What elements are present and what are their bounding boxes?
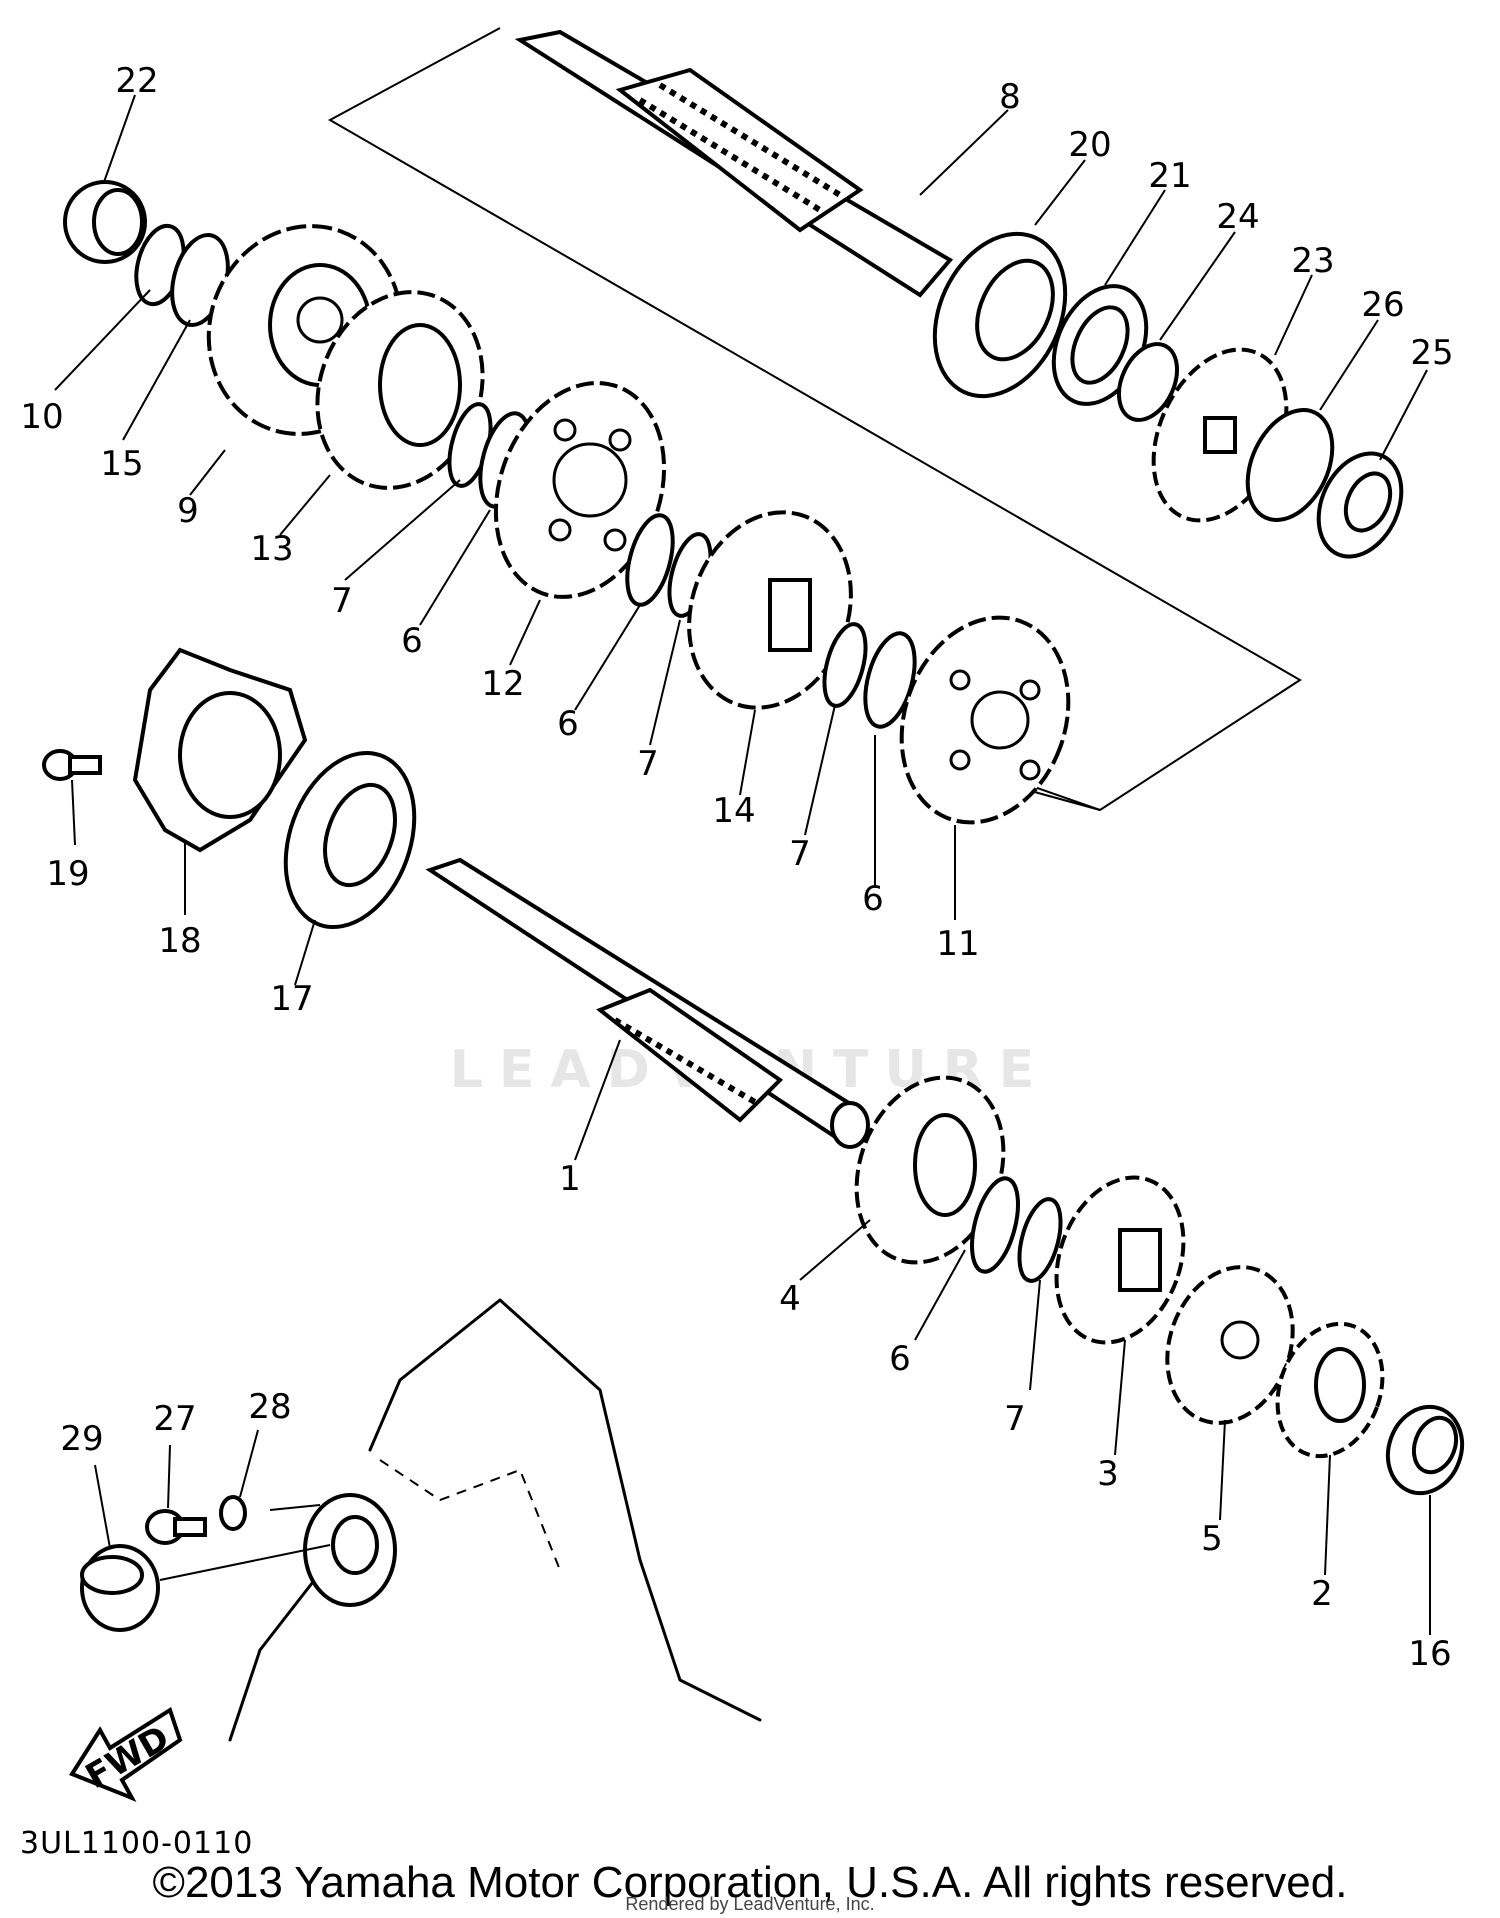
callout-23: 23 [1291,241,1334,281]
callout-18: 18 [158,921,201,961]
callout-5: 5 [1201,1519,1223,1559]
washer-6d [970,1176,1020,1274]
callout-3: 3 [1097,1454,1119,1494]
callout-6-upper-c: 6 [862,879,884,919]
crankcase-outline [228,1298,762,1742]
callout-1: 1 [559,1159,581,1199]
fwd-label: FWD [79,1718,176,1797]
drawing-code: 3UL1100-0110 [20,1826,254,1861]
cap-29 [80,1544,160,1632]
gear-14 [687,510,853,710]
rendered-by-notice: Rendered by LeadVenture, Inc. [625,1894,875,1914]
callout-11: 11 [936,924,979,964]
callout-14: 14 [712,791,755,831]
needle-bearing-16 [1385,1404,1465,1496]
callout-22: 22 [115,61,158,101]
main-axle-1 [425,857,870,1149]
callout-7-upper-a: 7 [331,581,353,621]
callout-4: 4 [779,1279,801,1319]
callout-15: 15 [100,444,143,484]
callout-17: 17 [270,979,313,1019]
bearing-plate-18 [132,647,308,853]
callout-20: 20 [1068,125,1111,165]
collar-24 [1116,342,1180,422]
callout-27: 27 [153,1399,196,1439]
washer-28 [219,1495,247,1531]
callout-9: 9 [177,491,199,531]
oil-seal-21-inner [1070,305,1130,385]
gear-4 [854,1075,1006,1265]
gear-3 [1054,1175,1186,1345]
leader-lines [54,94,1431,1635]
callout-8: 8 [999,77,1021,117]
callout-25: 25 [1410,333,1453,373]
callout-10: 10 [20,397,63,437]
washer-6b [625,513,675,607]
callout-21: 21 [1148,156,1191,196]
callout-28: 28 [248,1387,291,1427]
callout-7-lower: 7 [1004,1399,1026,1439]
callout-16: 16 [1408,1634,1451,1674]
lock-washer-26 [1245,408,1335,522]
callout-26: 26 [1361,285,1404,325]
fwd-arrow: FWD [69,1706,183,1802]
callout-29: 29 [60,1419,103,1459]
callout-19: 19 [46,854,89,894]
bearing-20 [932,231,1068,399]
gear-13 [315,290,485,490]
callout-7-upper-b: 7 [637,744,659,784]
needle-bearing-22 [63,180,147,264]
callout-24: 24 [1216,197,1259,237]
gear-12 [493,381,667,599]
callout-labels: 22 8 20 21 24 23 26 25 10 15 9 13 7 6 12… [20,61,1453,1674]
callout-12: 12 [481,664,524,704]
circlip-7d [1017,1197,1063,1283]
gear-11 [899,615,1071,825]
callout-6-lower: 6 [889,1339,911,1379]
output-shaft [514,29,954,298]
callout-6-upper-a: 6 [401,621,423,661]
callout-2: 2 [1311,1574,1333,1614]
callout-6-upper-b: 6 [557,704,579,744]
gear-2 [1275,1321,1385,1459]
callout-7-upper-c: 7 [789,834,811,874]
bearing-17 [283,750,417,930]
screw-27 [145,1509,207,1545]
copyright-notice: ©2013 Yamaha Motor Corporation, U.S.A. A… [152,1858,1348,1907]
screw-19 [42,749,102,781]
callout-13: 13 [250,529,293,569]
